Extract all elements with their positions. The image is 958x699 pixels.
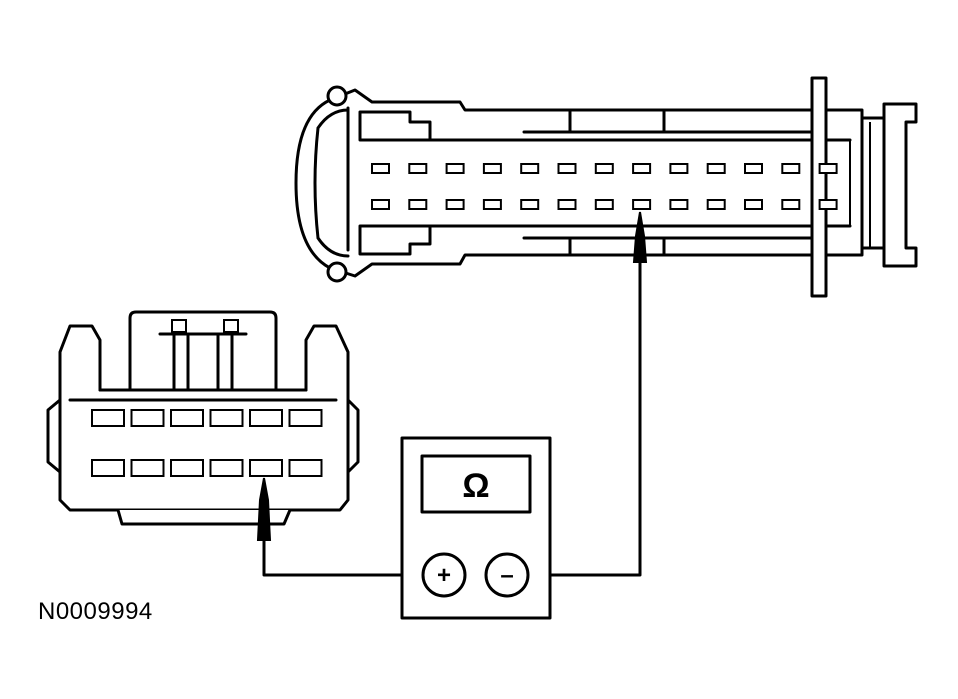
pin-cavity bbox=[632, 163, 652, 174]
pin-cavity bbox=[818, 199, 838, 210]
pin-cavity bbox=[744, 163, 763, 174]
pin-cavity bbox=[632, 199, 652, 210]
probe-tip-negative bbox=[632, 211, 648, 263]
small-connector-pin-row-2 bbox=[91, 459, 323, 477]
figure-id-label: N0009994 bbox=[38, 598, 153, 625]
small-connector-pin-row-1 bbox=[91, 409, 323, 427]
pin-cavity bbox=[482, 199, 502, 210]
negative-jack-label: – bbox=[500, 562, 513, 589]
pin-cavity bbox=[91, 459, 125, 477]
pin-cavity bbox=[445, 163, 465, 174]
pin-cavity bbox=[408, 199, 428, 210]
positive-jack-label: + bbox=[437, 562, 451, 589]
pin-cavity bbox=[594, 163, 614, 174]
pin-cavity bbox=[781, 163, 801, 174]
pin-cavity bbox=[482, 163, 502, 174]
pin-cavity bbox=[706, 199, 726, 210]
pin-cavity bbox=[781, 199, 801, 210]
pin-cavity bbox=[170, 459, 204, 477]
pin-cavity bbox=[520, 199, 540, 210]
pin-cavity bbox=[130, 459, 165, 477]
pin-cavity bbox=[209, 459, 244, 477]
pin-cavity bbox=[408, 163, 428, 174]
pin-cavity bbox=[520, 163, 540, 174]
pin-cavity bbox=[669, 199, 689, 210]
pin-cavity bbox=[669, 163, 689, 174]
pin-cavity bbox=[706, 163, 726, 174]
pin-cavity bbox=[818, 163, 838, 174]
ohm-symbol: Ω bbox=[462, 467, 489, 505]
pin-cavity bbox=[91, 409, 125, 427]
pin-cavity bbox=[288, 459, 323, 477]
test-lead-positive bbox=[256, 477, 422, 577]
large-connector-pin-row-1 bbox=[371, 163, 838, 174]
pin-cavity bbox=[209, 409, 244, 427]
pin-cavity bbox=[170, 409, 204, 427]
pin-cavity bbox=[557, 199, 577, 210]
pin-cavity bbox=[249, 459, 283, 477]
pin-cavity bbox=[371, 199, 390, 210]
large-connector-pin-row-2 bbox=[371, 199, 838, 210]
pin-cavity bbox=[594, 199, 614, 210]
probe-tip-positive bbox=[256, 477, 272, 541]
large-harness-connector bbox=[294, 76, 918, 298]
mount-ear-top bbox=[326, 85, 348, 107]
positive-jack bbox=[421, 552, 467, 598]
pin-cavity bbox=[288, 409, 323, 427]
test-lead-negative bbox=[526, 211, 648, 577]
pin-cavity bbox=[371, 163, 390, 174]
pin-cavity bbox=[445, 199, 465, 210]
meter-display bbox=[420, 454, 532, 514]
pin-cavity bbox=[130, 409, 165, 427]
negative-jack bbox=[484, 552, 530, 598]
mount-ear-bottom bbox=[326, 261, 348, 283]
pin-cavity bbox=[557, 163, 577, 174]
pin-cavity bbox=[744, 199, 763, 210]
pin-cavity bbox=[249, 409, 283, 427]
small-harness-connector bbox=[46, 310, 360, 526]
ohmmeter: Ω + – bbox=[400, 436, 552, 620]
